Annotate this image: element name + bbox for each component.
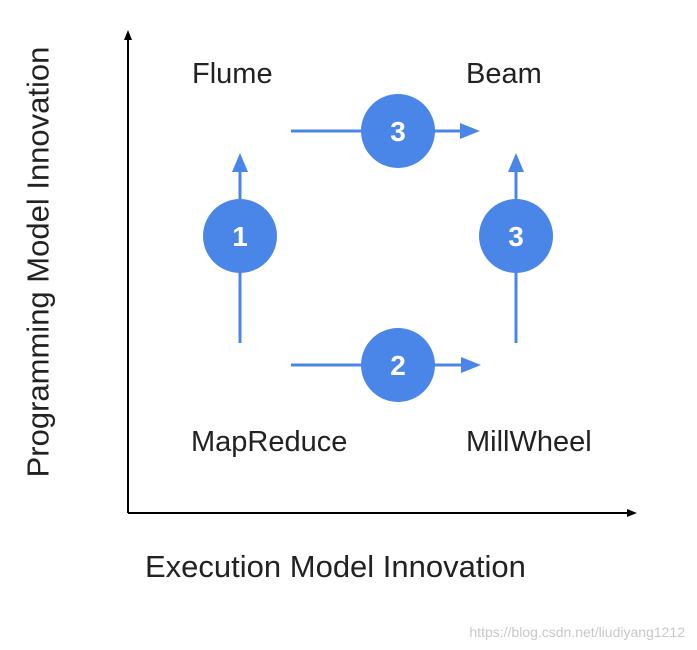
node-label-flume: Flume (192, 58, 273, 90)
arrow-mapreduce-to-flume: 1 (203, 153, 277, 343)
arrow-mapreduce-to-millwheel: 2 (291, 328, 481, 402)
arrowhead (508, 153, 524, 172)
step-badge-2 (361, 328, 435, 402)
step-badge-1 (203, 199, 277, 273)
step-number-3-top: 3 (390, 116, 406, 147)
step-number-3-right: 3 (508, 221, 524, 252)
step-badge-3-right (479, 199, 553, 273)
arrowhead (461, 357, 481, 373)
arrowhead (460, 123, 480, 139)
step-number-1: 1 (232, 221, 248, 252)
arrowhead (232, 153, 248, 172)
node-label-mapreduce: MapReduce (191, 426, 348, 458)
node-label-beam: Beam (466, 58, 542, 90)
x-axis-label: Execution Model Innovation (145, 549, 526, 584)
step-number-2: 2 (390, 350, 406, 381)
arrow-millwheel-to-beam: 3 (479, 153, 553, 343)
axes (124, 30, 637, 517)
y-axis-label: Programming Model Innovation (20, 46, 56, 478)
node-label-millwheel: MillWheel (466, 426, 592, 458)
x-axis-arrowhead (627, 509, 637, 517)
arrow-flume-to-beam: 3 (291, 94, 480, 168)
watermark-text: https://blog.csdn.net/liudiyang1212 (469, 624, 685, 640)
y-axis-arrowhead (124, 30, 132, 40)
step-badge-3-top (361, 94, 435, 168)
